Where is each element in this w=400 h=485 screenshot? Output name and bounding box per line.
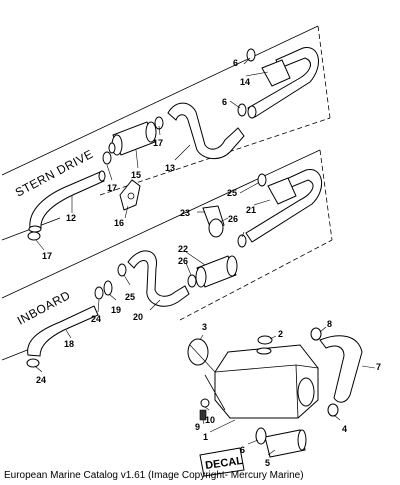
callout-25: 25 <box>125 292 135 302</box>
callout-16: 16 <box>114 218 124 228</box>
callout-19: 19 <box>111 305 121 315</box>
callout-15: 15 <box>131 170 141 180</box>
hose-14 <box>247 47 319 118</box>
clamp-3 <box>187 338 209 366</box>
clamp-19 <box>103 280 113 296</box>
hose-18 <box>27 305 99 357</box>
callout-17: 17 <box>153 138 163 148</box>
clamp-24a <box>94 286 104 300</box>
clamp-8 <box>310 327 322 341</box>
callout-20: 20 <box>133 312 143 322</box>
clamp-17c <box>154 116 164 130</box>
callout-4: 4 <box>342 424 347 434</box>
clamp-6b <box>237 103 247 117</box>
callout-9: 9 <box>195 422 200 432</box>
clamp-25a <box>257 173 267 187</box>
callout-2: 2 <box>278 329 283 339</box>
callout-23: 23 <box>180 208 190 218</box>
callout-26: 26 <box>178 256 188 266</box>
clamp-24b <box>26 358 40 368</box>
callout-17: 17 <box>42 251 52 261</box>
callout-18: 18 <box>64 339 74 349</box>
callout-25: 25 <box>227 188 237 198</box>
image-caption: European Marine Catalog v1.61 (Image Cop… <box>4 470 304 481</box>
cap-2 <box>257 335 273 345</box>
stern-drive-panel: STERN DRIVE <box>1 25 331 241</box>
callout-24: 24 <box>36 375 46 385</box>
clamp-6c <box>255 427 267 445</box>
heat-exchanger-assembly: DECAL <box>187 327 363 477</box>
clamp-17b <box>102 151 112 165</box>
muffler-15 <box>108 121 157 156</box>
callout-6: 6 <box>240 445 245 455</box>
callout-24: 24 <box>91 314 101 324</box>
callout-12: 12 <box>66 213 76 223</box>
callout-14: 14 <box>240 77 250 87</box>
bracket-16 <box>119 179 141 211</box>
callout-numbers: 6 14 6 17 15 17 13 12 16 17 25 21 23 26 … <box>36 58 381 468</box>
washer-9 <box>199 409 207 421</box>
hose-20 <box>127 250 190 307</box>
callout-1: 1 <box>203 432 208 442</box>
clamp-25b <box>117 263 127 277</box>
clamp-17a <box>27 231 41 241</box>
callout-6: 6 <box>233 58 238 68</box>
decal-text: DECAL <box>204 455 243 472</box>
callout-3: 3 <box>202 322 207 332</box>
gasket-26a <box>208 218 224 238</box>
hose-13 <box>167 102 245 159</box>
clamp-6a <box>246 48 256 62</box>
clamp-26b <box>187 274 197 288</box>
decal: DECAL <box>199 447 245 477</box>
clamp-4 <box>327 403 339 417</box>
callout-8: 8 <box>327 319 332 329</box>
hose-7 <box>319 335 363 403</box>
callout-5: 5 <box>265 458 270 468</box>
callout-26: 26 <box>228 214 238 224</box>
callout-22: 22 <box>178 244 188 254</box>
callout-6: 6 <box>222 97 227 107</box>
callout-7: 7 <box>376 362 381 372</box>
plug-10 <box>200 398 210 408</box>
muffler-22 <box>195 255 238 288</box>
callout-10: 10 <box>205 415 215 425</box>
leader-lines <box>34 57 376 456</box>
callout-21: 21 <box>246 205 256 215</box>
group-label-stern-drive: STERN DRIVE <box>13 147 96 200</box>
callout-13: 13 <box>165 163 175 173</box>
callout-17: 17 <box>107 183 117 193</box>
